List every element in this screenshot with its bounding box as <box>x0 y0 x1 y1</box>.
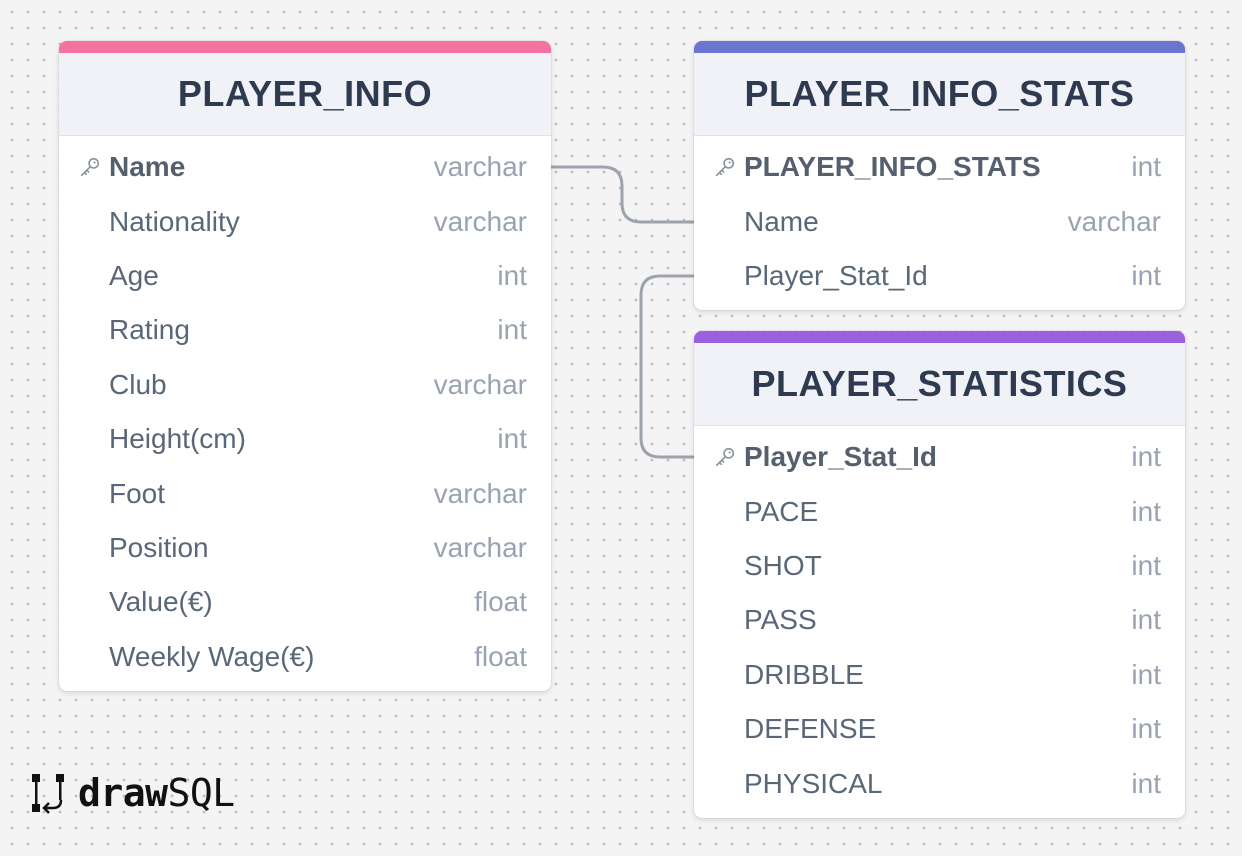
table-row[interactable]: Age int <box>59 249 551 303</box>
table-title: PLAYER_INFO_STATS <box>744 73 1135 114</box>
column-type: varchar <box>433 151 527 183</box>
table-row[interactable]: DEFENSE int <box>694 702 1185 756</box>
table-row[interactable]: Foot varchar <box>59 466 551 520</box>
table-header[interactable]: PLAYER_INFO <box>59 53 551 136</box>
column-name: PLAYER_INFO_STATS <box>744 151 1041 183</box>
table-row[interactable]: Value(€) float <box>59 575 551 629</box>
column-name: Value(€) <box>109 586 213 618</box>
table-row[interactable]: Club varchar <box>59 358 551 412</box>
column-name: Nationality <box>109 205 240 237</box>
table-row[interactable]: Height(cm) int <box>59 412 551 466</box>
table-row[interactable]: PASS int <box>694 593 1185 647</box>
column-type: int <box>1131 259 1161 291</box>
table-row[interactable]: Name varchar <box>59 140 551 194</box>
column-name: PACE <box>744 495 819 527</box>
table-title: PLAYER_INFO <box>177 73 433 114</box>
key-icon <box>714 446 736 468</box>
table-row[interactable]: DRIBBLE int <box>694 648 1185 702</box>
column-type: int <box>1131 495 1161 527</box>
column-type: int <box>1131 658 1161 690</box>
column-type: int <box>1131 713 1161 745</box>
relation-line-name[interactable] <box>551 165 694 224</box>
relation-line-player-stat-id[interactable] <box>639 274 694 459</box>
column-type: int <box>497 314 527 346</box>
table-row[interactable]: PACE int <box>694 484 1185 538</box>
table-row[interactable]: Player_Stat_Id int <box>694 430 1185 484</box>
drawsql-logo-mark-icon <box>32 774 64 814</box>
column-name: Rating <box>109 314 190 346</box>
key-icon <box>79 156 101 178</box>
table-row[interactable]: PHYSICAL int <box>694 756 1185 810</box>
table-row[interactable]: SHOT int <box>694 539 1185 593</box>
table-row[interactable]: Name varchar <box>694 194 1185 248</box>
table-row[interactable]: Rating int <box>59 303 551 357</box>
drawsql-logo-text: drawSQL <box>78 771 235 815</box>
table-accent-bar <box>694 41 1185 53</box>
table-row[interactable]: Position varchar <box>59 521 551 575</box>
column-type: float <box>474 586 527 618</box>
column-type: varchar <box>433 531 527 563</box>
table-accent-bar <box>694 331 1185 343</box>
table-row[interactable]: Weekly Wage(€) float <box>59 630 551 684</box>
column-name: Foot <box>109 477 166 509</box>
column-name: Weekly Wage(€) <box>109 640 315 672</box>
column-name: Club <box>109 368 167 400</box>
logo-text-bold: draw <box>78 771 168 815</box>
column-type: int <box>1131 549 1161 581</box>
table-header[interactable]: PLAYER_STATISTICS <box>694 343 1185 426</box>
table-row[interactable]: Nationality varchar <box>59 194 551 248</box>
column-name: Position <box>109 531 209 563</box>
column-type: int <box>1131 767 1161 799</box>
column-type: varchar <box>433 368 527 400</box>
column-name: Height(cm) <box>109 423 246 455</box>
column-name: Player_Stat_Id <box>744 259 928 291</box>
table-title: PLAYER_STATISTICS <box>751 363 1128 404</box>
key-icon <box>714 156 736 178</box>
column-name: Age <box>109 259 159 291</box>
column-type: varchar <box>433 205 527 237</box>
drawsql-logo: drawSQL <box>30 770 235 816</box>
column-type: float <box>474 640 527 672</box>
column-name: Name <box>744 205 819 237</box>
column-type: int <box>1131 604 1161 636</box>
column-name: DEFENSE <box>744 713 877 745</box>
column-type: varchar <box>433 477 527 509</box>
table-row[interactable]: Player_Stat_Id int <box>694 249 1185 303</box>
column-name: PASS <box>744 604 817 636</box>
column-type: int <box>1131 441 1161 473</box>
column-name: DRIBBLE <box>744 658 864 690</box>
column-name: SHOT <box>744 549 822 581</box>
table-row[interactable]: PLAYER_INFO_STATS int <box>694 140 1185 194</box>
column-name: Player_Stat_Id <box>744 441 937 473</box>
column-name: PHYSICAL <box>744 767 883 799</box>
column-name: Name <box>109 151 186 183</box>
column-type: varchar <box>1067 205 1161 237</box>
column-type: int <box>1131 151 1161 183</box>
column-type: int <box>497 423 527 455</box>
column-type: int <box>497 259 527 291</box>
logo-text-light: SQL <box>167 771 236 815</box>
table-header[interactable]: PLAYER_INFO_STATS <box>694 53 1185 136</box>
table-accent-bar <box>59 41 551 53</box>
